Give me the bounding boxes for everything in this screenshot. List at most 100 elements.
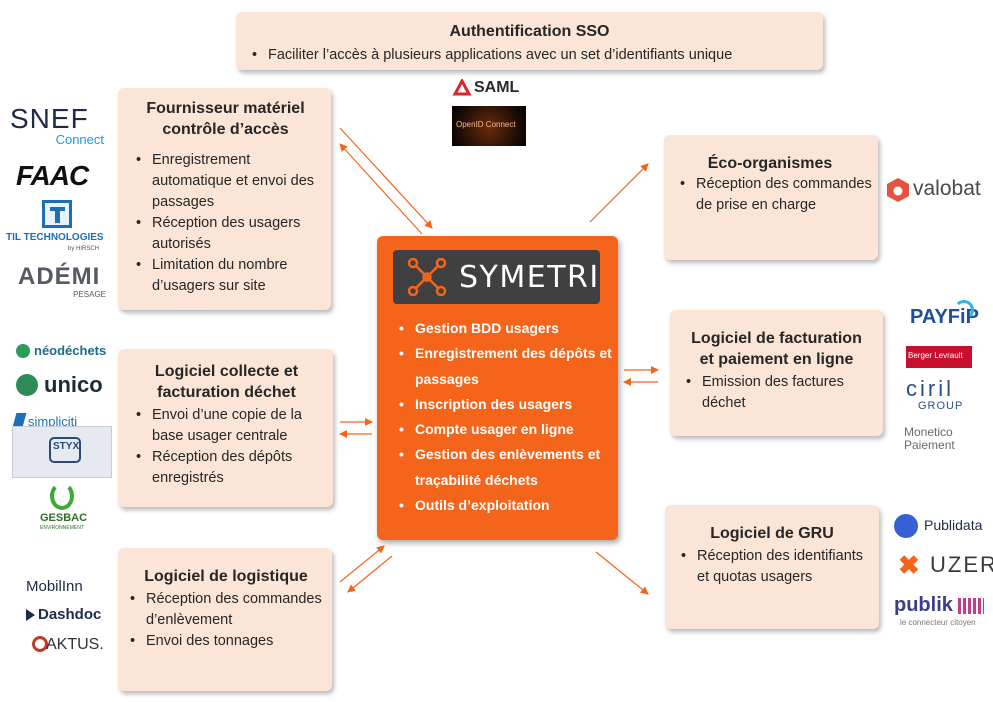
symetri-item: Outils d’exploitation (399, 493, 620, 519)
ademi-sub: PESAGE (73, 290, 106, 299)
ciril-sub: GROUP (918, 400, 964, 412)
dashdoc-logo: Dashdoc (26, 606, 110, 626)
publik-logo: publik le connecteur citoyen (894, 594, 990, 628)
til-sub: by HIRSCH (68, 246, 100, 252)
symetri-item: Gestion des enlèvements et traçabilité d… (399, 442, 620, 493)
gru-title: Logiciel de GRU (710, 525, 834, 542)
ciril-logo: ciril GROUP (906, 378, 976, 416)
fournisseur-title: Fournisseur matériel contrôle d’accès (126, 98, 325, 140)
saml-text: SAML (474, 79, 520, 96)
collecte-title-line2: facturation déchet (157, 384, 296, 401)
collecte-item: Envoi d’une copie de la base usager cent… (136, 405, 327, 447)
symetri-box: SYMETRI Gestion BDD usagers Enregistreme… (377, 236, 618, 540)
eco-list: Réception des commandes de prise en char… (668, 174, 872, 216)
fournisseur-item: Limitation du nombre d’usagers sur site (136, 255, 325, 297)
gru-item: Réception des identifiants et quotas usa… (681, 546, 875, 588)
arrow-symetri-to-logistique (347, 555, 393, 593)
faac-text: FAAC (16, 160, 89, 191)
logistique-list: Réception des commandes d’enlèvement Env… (124, 589, 328, 652)
styx-text: STYX (53, 441, 80, 452)
symetri-item: Gestion BDD usagers (399, 316, 620, 342)
snef-text: SNEF (10, 103, 89, 134)
payfip-logo: PAYFiP (910, 300, 980, 334)
network-icon (407, 258, 447, 296)
collecte-item: Réception des dépôts enregistrés (136, 447, 327, 489)
facturation-title-line1: Logiciel de facturation (691, 330, 862, 347)
sso-box: Authentification SSO Faciliter l’accès à… (236, 12, 823, 70)
unico-text: unico (44, 372, 103, 397)
eco-item: Réception des commandes de prise en char… (680, 174, 872, 216)
facturation-title-line2: et paiement en ligne (699, 351, 854, 368)
styx-icon (49, 437, 81, 463)
eco-title: Éco-organismes (707, 155, 833, 172)
gesbac-icon (50, 482, 74, 510)
gesbac-text: GESBAC (40, 512, 88, 524)
berger-levrault-logo: Berger Levrault (906, 346, 972, 368)
facturation-title: Logiciel de facturation et paiement en l… (674, 328, 879, 370)
mobilinn-logo: MobilInn (26, 578, 110, 598)
fournisseur-title-line1: Fournisseur matériel (146, 100, 305, 117)
sso-title: Authentification SSO (449, 23, 610, 40)
gesbac-sub: ENVIRONNEMENT (40, 525, 84, 531)
publik-bars-icon (958, 598, 984, 614)
fournisseur-item: Enregistrement automatique et envoi des … (136, 150, 325, 213)
neodechets-icon (16, 344, 30, 358)
snef-logo: SNEF Connect (10, 104, 104, 148)
publik-text: publik (894, 594, 953, 616)
uzer-logo: ✖ UZER (898, 550, 993, 586)
unico-icon (16, 374, 38, 396)
styx-logo: STYX (12, 426, 112, 478)
aktus-logo: AKTUS. (32, 634, 112, 668)
gesbac-logo: GESBAC ENVIRONNEMENT (36, 482, 98, 532)
openid-text: OpenID Connect (456, 120, 516, 129)
symetri-item: Enregistrement des dépôts et passages (399, 341, 620, 392)
arrow-symetri-to-gru (595, 551, 649, 595)
arrow-logistique-to-symetri (339, 545, 385, 583)
symetri-logo: SYMETRI (393, 250, 600, 304)
neodechets-text: néodéchets (34, 343, 107, 358)
symetri-name: SYMETRI (459, 260, 600, 295)
valobat-logo: valobat (886, 177, 988, 205)
symetri-list: Gestion BDD usagers Enregistrement des d… (397, 316, 620, 519)
mobilinn-text: MobilInn (26, 578, 83, 595)
ciril-text: ciril (906, 376, 954, 401)
unico-logo: unico (16, 372, 112, 400)
arrow-symetri-to-eco (589, 163, 649, 223)
snef-sub: Connect (55, 132, 104, 147)
monetico-sub: Paiement (904, 438, 955, 452)
ademi-text: ADÉMI (18, 263, 101, 290)
uzer-text: UZER (930, 552, 993, 577)
fournisseur-item: Réception des usagers autorisés (136, 213, 325, 255)
eco-box: Éco-organismes Réception des commandes d… (664, 135, 878, 260)
sso-item: Faciliter l’accès à plusieurs applicatio… (252, 45, 823, 66)
logistique-box: Logiciel de logistique Réception des com… (118, 548, 332, 691)
neodechets-logo: néodéchets (16, 342, 112, 362)
publidata-text: Publidata (924, 517, 983, 533)
symetri-item: Compte usager en ligne (399, 417, 620, 443)
dashdoc-icon (26, 609, 35, 621)
til-icon (42, 200, 72, 228)
publidata-logo: Publidata (894, 512, 990, 540)
publik-sub: le connecteur citoyen (900, 618, 976, 627)
payfip-wave-icon (954, 300, 974, 320)
collecte-title-line1: Logiciel collecte et (154, 363, 299, 380)
arrow-fournisseur-to-symetri (339, 127, 433, 229)
logistique-item: Envoi des tonnages (130, 631, 328, 652)
simpliciti-text: simpliciti (28, 414, 78, 429)
facturation-item: Emission des factures déchet (686, 372, 879, 414)
gru-list: Réception des identifiants et quotas usa… (669, 546, 875, 588)
fournisseur-title-line2: contrôle d’accès (162, 121, 289, 138)
valobat-icon (887, 178, 909, 202)
monetico-text: Monetico (904, 425, 953, 439)
collecte-title: Logiciel collecte et facturation déchet (126, 361, 327, 403)
collecte-list: Envoi d’une copie de la base usager cent… (126, 405, 327, 489)
facturation-list: Emission des factures déchet (674, 372, 879, 414)
logistique-item: Réception des commandes d’enlèvement (130, 589, 328, 631)
dashdoc-text: Dashdoc (38, 606, 102, 623)
berger-text: Berger Levrault (908, 351, 963, 360)
facturation-box: Logiciel de facturation et paiement en l… (670, 310, 883, 436)
collecte-box: Logiciel collecte et facturation déchet … (118, 349, 333, 507)
fournisseur-list: Enregistrement automatique et envoi des … (126, 150, 325, 297)
monetico-logo: Monetico Paiement (904, 426, 980, 454)
